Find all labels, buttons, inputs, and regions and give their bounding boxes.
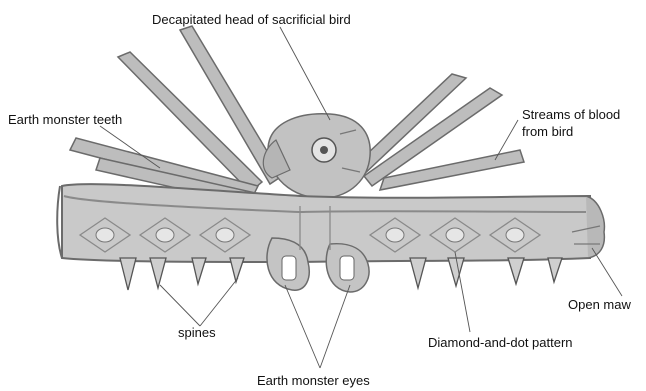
label-streams-of-blood-line2: from bird <box>522 124 573 139</box>
label-open-maw: Open maw <box>568 297 631 312</box>
label-spines: spines <box>178 325 216 340</box>
label-streams-of-blood-line1: Streams of blood <box>522 107 620 122</box>
label-diamond-and-dot-pattern: Diamond-and-dot pattern <box>428 335 573 350</box>
label-earth-monster-teeth: Earth monster teeth <box>8 112 122 127</box>
label-earth-monster-eyes: Earth monster eyes <box>257 373 370 388</box>
label-decapitated-head: Decapitated head of sacrificial bird <box>152 12 351 27</box>
bird-head <box>263 114 370 198</box>
